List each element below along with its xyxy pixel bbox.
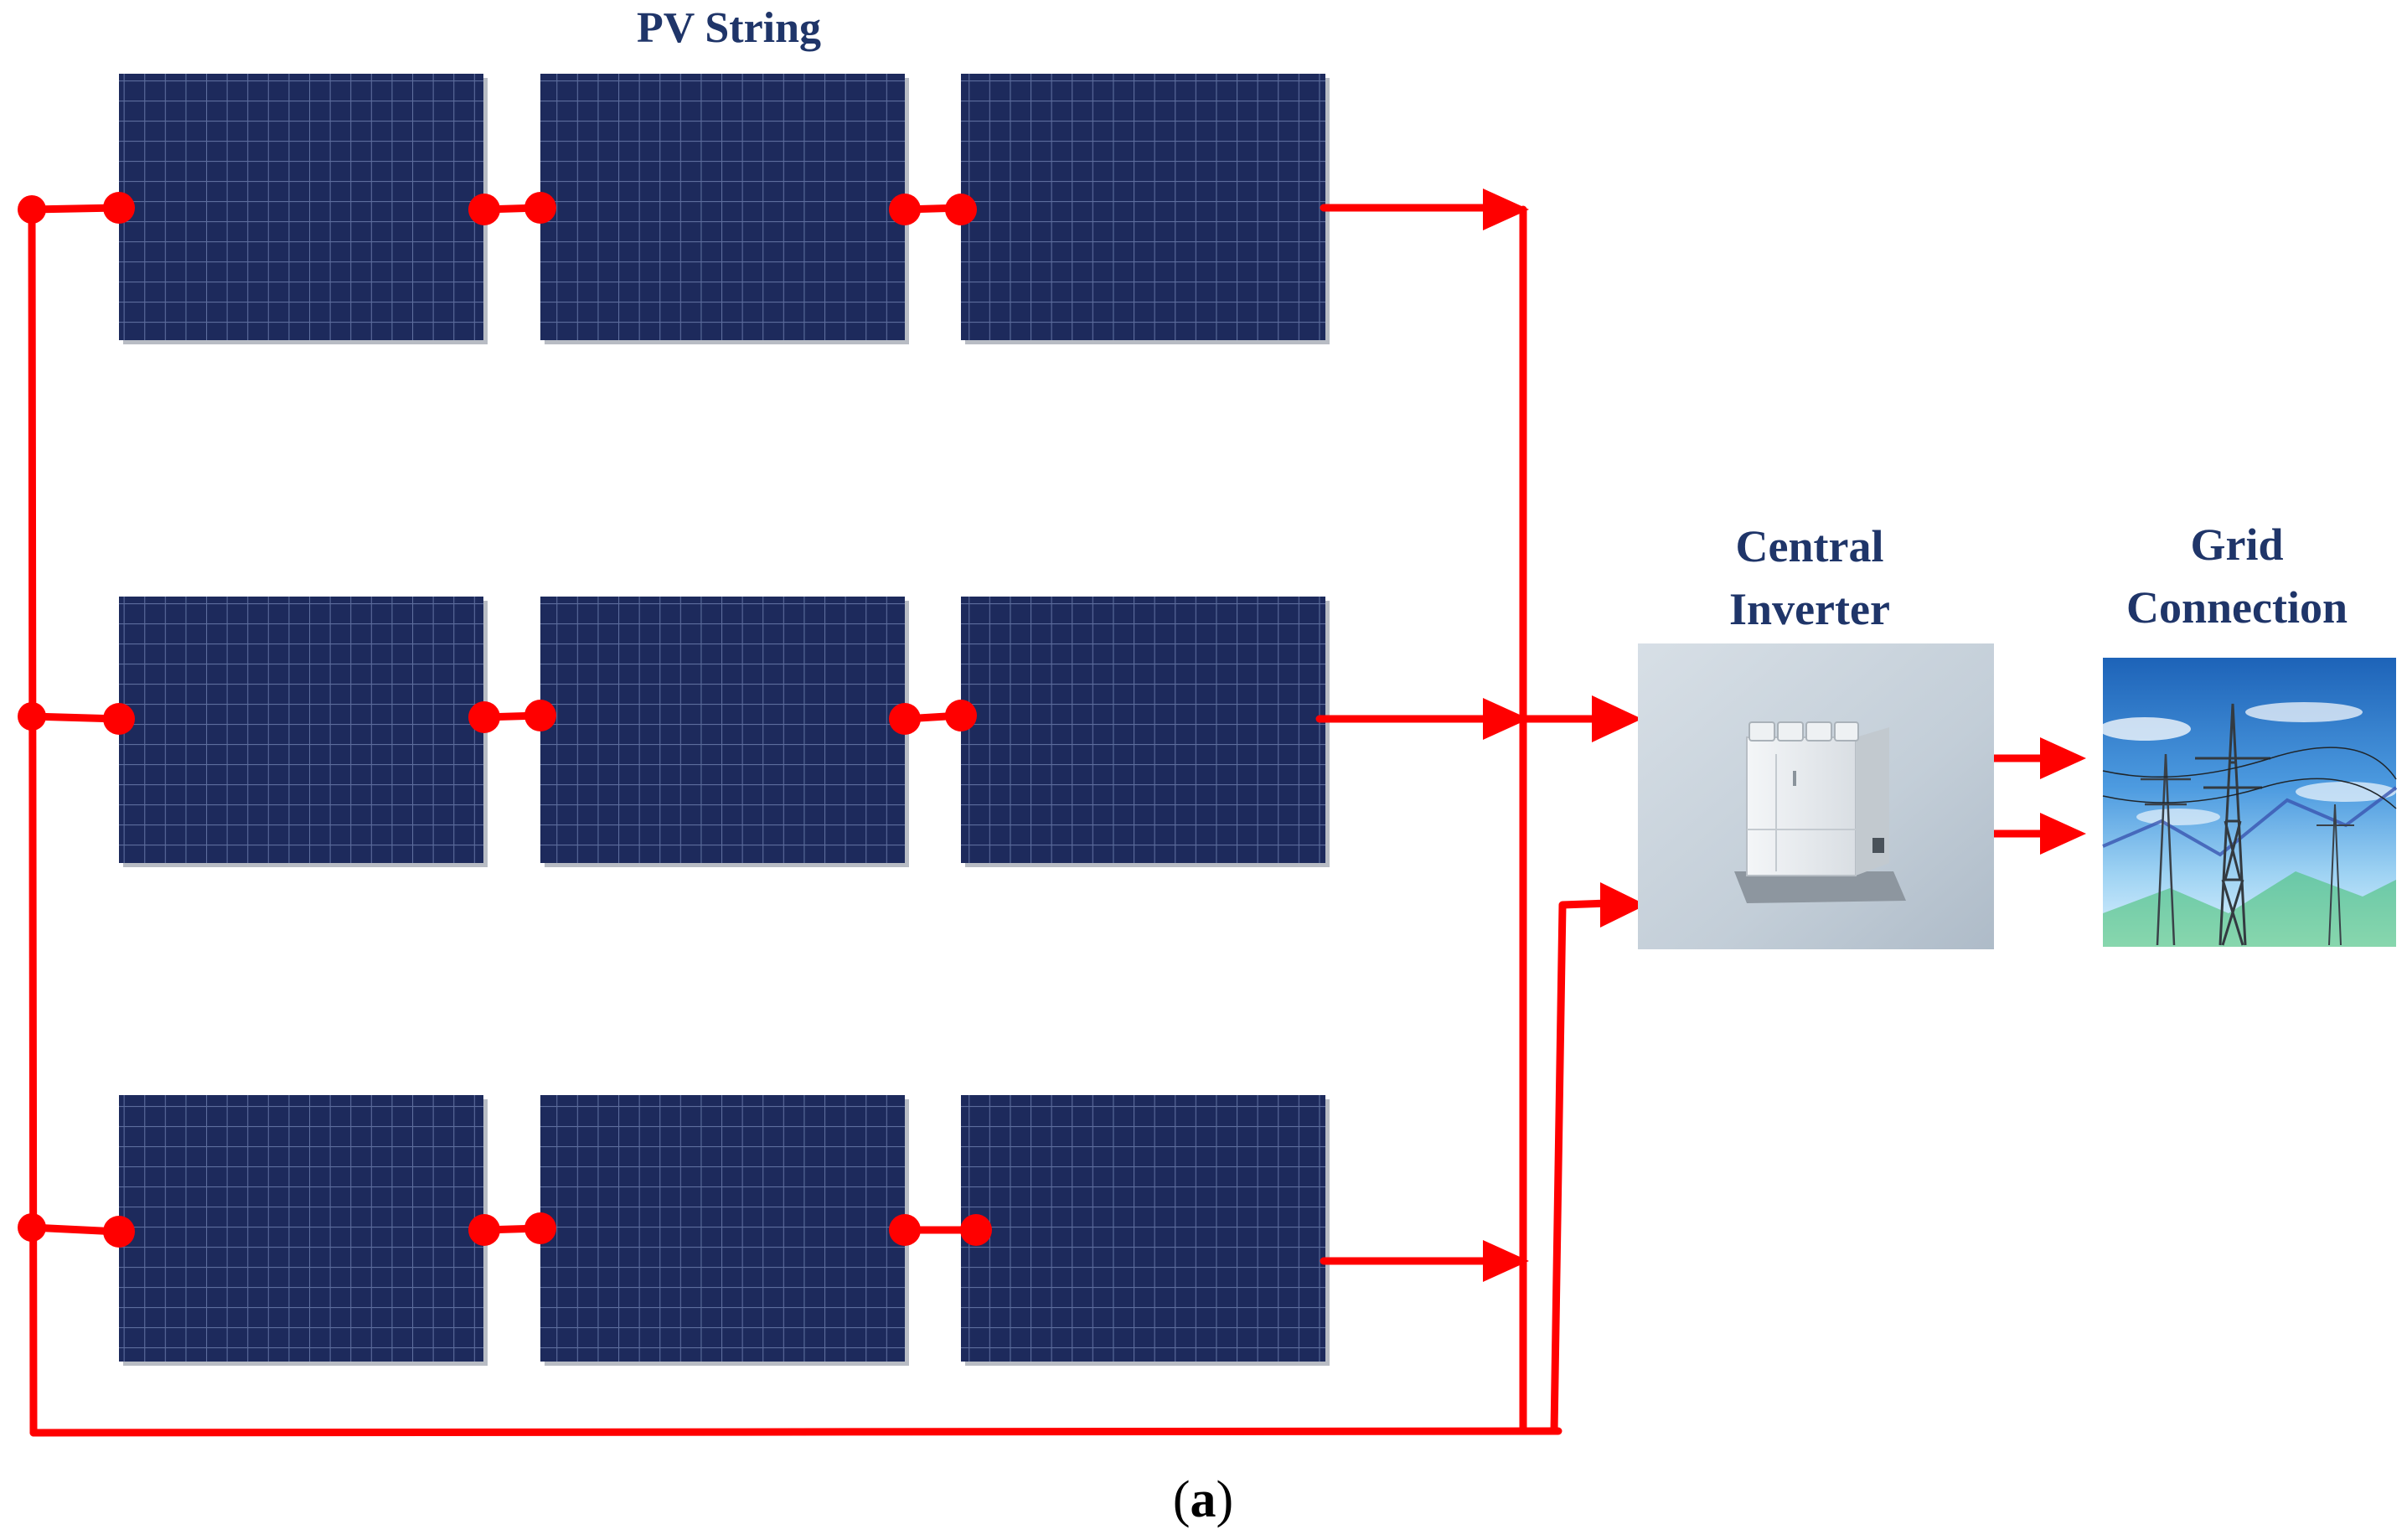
string3-arrowhead (1483, 1240, 1529, 1282)
node (945, 700, 977, 731)
grid-arrowhead-2 (2040, 813, 2086, 855)
node (18, 702, 46, 731)
solar-panel (540, 597, 905, 863)
solar-panel (540, 74, 905, 340)
grid-label-line2: Connection (2126, 582, 2348, 633)
node (18, 1213, 46, 1242)
inverter-return-wire (1550, 899, 1613, 1435)
node (103, 703, 135, 735)
arrowheads (1483, 189, 2086, 1282)
node (889, 1214, 921, 1246)
node (524, 1212, 556, 1244)
node (103, 192, 135, 224)
inverter-label-line1: Central (1736, 521, 1884, 571)
node (889, 194, 921, 225)
node (889, 703, 921, 735)
pylon-icon (2317, 804, 2354, 946)
connection-nodes (18, 192, 992, 1248)
inverter-cabinet (1746, 736, 1857, 876)
figure-caption: (a) (1173, 1471, 1233, 1528)
grid-connection-image (2099, 658, 2398, 947)
node (18, 195, 46, 224)
inverter-return-arrowhead (1600, 882, 1646, 928)
solar-panel (961, 1095, 1325, 1362)
grid-label-line1: Grid (2190, 519, 2283, 570)
grid-arrowhead-1 (2040, 737, 2086, 779)
node (524, 192, 556, 224)
node (468, 701, 500, 733)
pylon-icon (2141, 753, 2191, 946)
string1-arrowhead (1483, 189, 1529, 230)
inverter-base (1734, 871, 1906, 903)
node (960, 1214, 992, 1246)
solar-panel (540, 1095, 905, 1362)
node (468, 194, 500, 225)
solar-panel (961, 597, 1325, 863)
node (103, 1216, 135, 1248)
inverter-label-line2: Inverter (1729, 584, 1890, 634)
solar-panel (961, 74, 1325, 340)
left-bus-wire (28, 205, 38, 1437)
string2-arrowhead (1483, 698, 1529, 740)
node (945, 194, 977, 225)
solar-panel (119, 74, 483, 340)
central-inverter-image (1638, 643, 1994, 949)
bottom-return-wire (29, 1427, 1562, 1437)
solar-panel-array (119, 74, 1330, 1366)
pylon-icon (2195, 703, 2270, 946)
node (468, 1214, 500, 1246)
inverter-cabinet-side (1856, 727, 1889, 876)
inverter-input-arrowhead (1592, 695, 1642, 742)
solar-panel (119, 1095, 483, 1362)
pv-string-title: PV String (637, 4, 821, 52)
solar-panel (119, 597, 483, 863)
node (524, 700, 556, 731)
